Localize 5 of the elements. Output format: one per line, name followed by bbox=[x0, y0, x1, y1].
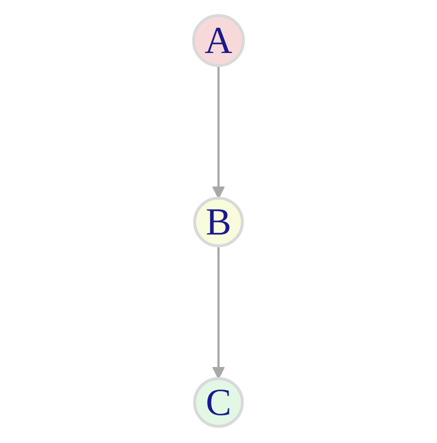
node-circle: A bbox=[192, 14, 245, 67]
arrow bbox=[212, 65, 225, 199]
node-circle: C bbox=[193, 377, 244, 428]
arrow bbox=[212, 246, 225, 380]
node-circle: B bbox=[193, 196, 244, 248]
